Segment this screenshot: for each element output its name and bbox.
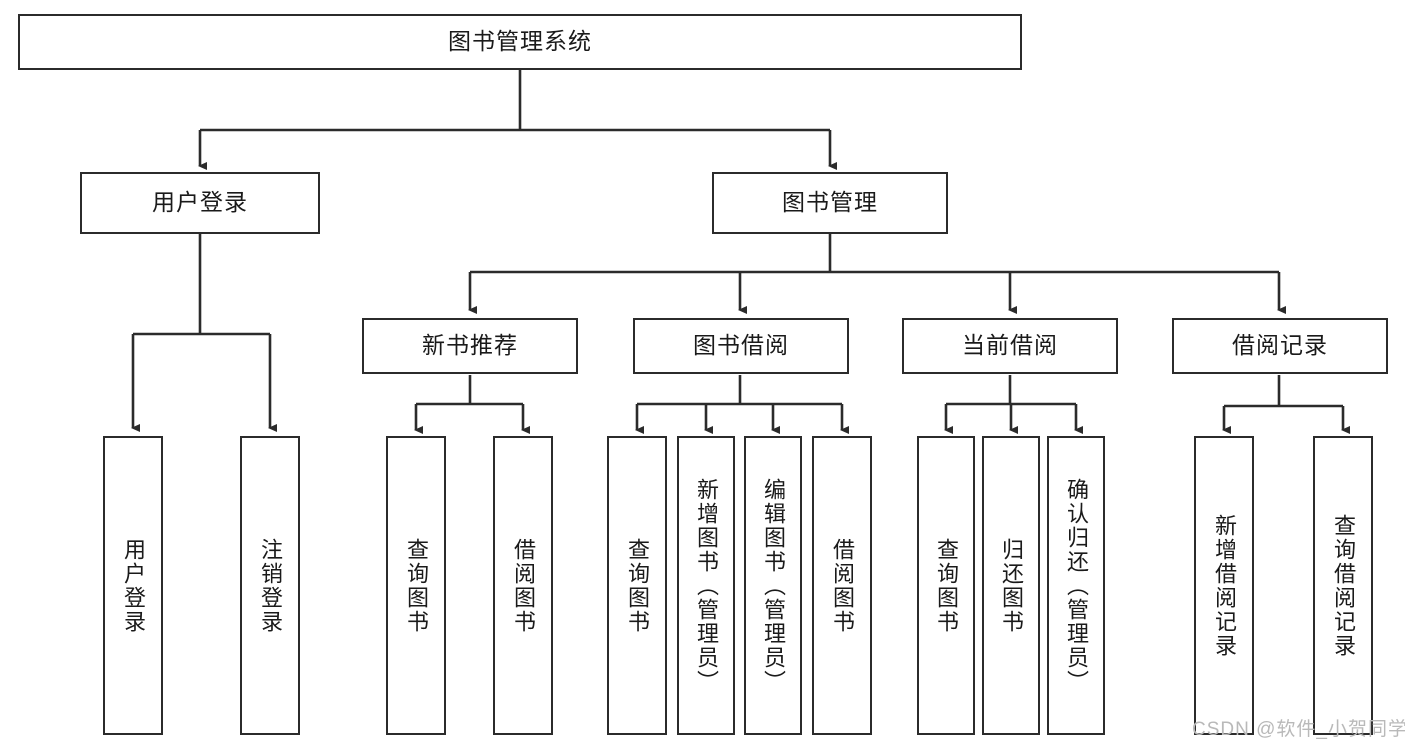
node-label: 新增借阅记录 xyxy=(1211,513,1237,658)
node-label: 借阅图书 xyxy=(829,537,855,634)
leaf-user-login-logout[interactable]: 注销登录 xyxy=(240,436,300,735)
node-book-management[interactable]: 图书管理 xyxy=(712,172,948,234)
node-label: 借阅记录 xyxy=(1232,332,1328,359)
node-label: 查询图书 xyxy=(403,537,429,634)
node-new-book-recommend[interactable]: 新书推荐 xyxy=(362,318,578,374)
node-label: 新书推荐 xyxy=(422,332,518,359)
node-user-login[interactable]: 用户登录 xyxy=(80,172,320,234)
node-label: 确认归还（管理员） xyxy=(1063,477,1089,694)
leaf-current-query-book[interactable]: 查询图书 xyxy=(917,436,975,735)
leaf-borrow-query-book[interactable]: 查询图书 xyxy=(607,436,667,735)
node-label: 图书管理 xyxy=(782,189,878,216)
node-label: 归还图书 xyxy=(998,537,1024,634)
leaf-borrow-add-book[interactable]: 新增图书（管理员） xyxy=(677,436,735,735)
node-label: 图书管理系统 xyxy=(448,28,592,55)
leaf-record-add-record[interactable]: 新增借阅记录 xyxy=(1194,436,1254,735)
node-label: 借阅图书 xyxy=(510,537,536,634)
leaf-borrow-edit-book[interactable]: 编辑图书（管理员） xyxy=(744,436,802,735)
leaf-user-login-login[interactable]: 用户登录 xyxy=(103,436,163,735)
node-current-borrow[interactable]: 当前借阅 xyxy=(902,318,1118,374)
node-label: 查询图书 xyxy=(624,537,650,634)
node-label: 用户登录 xyxy=(152,189,248,216)
node-label: 注销登录 xyxy=(257,537,283,634)
node-label: 编辑图书（管理员） xyxy=(760,477,786,694)
node-borrow-record[interactable]: 借阅记录 xyxy=(1172,318,1388,374)
node-label: 图书借阅 xyxy=(693,332,789,359)
node-label: 当前借阅 xyxy=(962,332,1058,359)
leaf-new-book-borrow[interactable]: 借阅图书 xyxy=(493,436,553,735)
leaf-current-return-book[interactable]: 归还图书 xyxy=(982,436,1040,735)
node-book-borrow[interactable]: 图书借阅 xyxy=(633,318,849,374)
leaf-record-query-record[interactable]: 查询借阅记录 xyxy=(1313,436,1373,735)
node-label: 新增图书（管理员） xyxy=(693,477,719,694)
node-label: 查询借阅记录 xyxy=(1330,513,1356,658)
node-label: 查询图书 xyxy=(933,537,959,634)
node-label: 用户登录 xyxy=(120,537,146,634)
leaf-borrow-borrow-book[interactable]: 借阅图书 xyxy=(812,436,872,735)
csdn-watermark: CSDN @软件_小贺同学 xyxy=(1192,719,1405,740)
leaf-new-book-query[interactable]: 查询图书 xyxy=(386,436,446,735)
leaf-current-confirm-return[interactable]: 确认归还（管理员） xyxy=(1047,436,1105,735)
node-root-book-management-system[interactable]: 图书管理系统 xyxy=(18,14,1022,70)
